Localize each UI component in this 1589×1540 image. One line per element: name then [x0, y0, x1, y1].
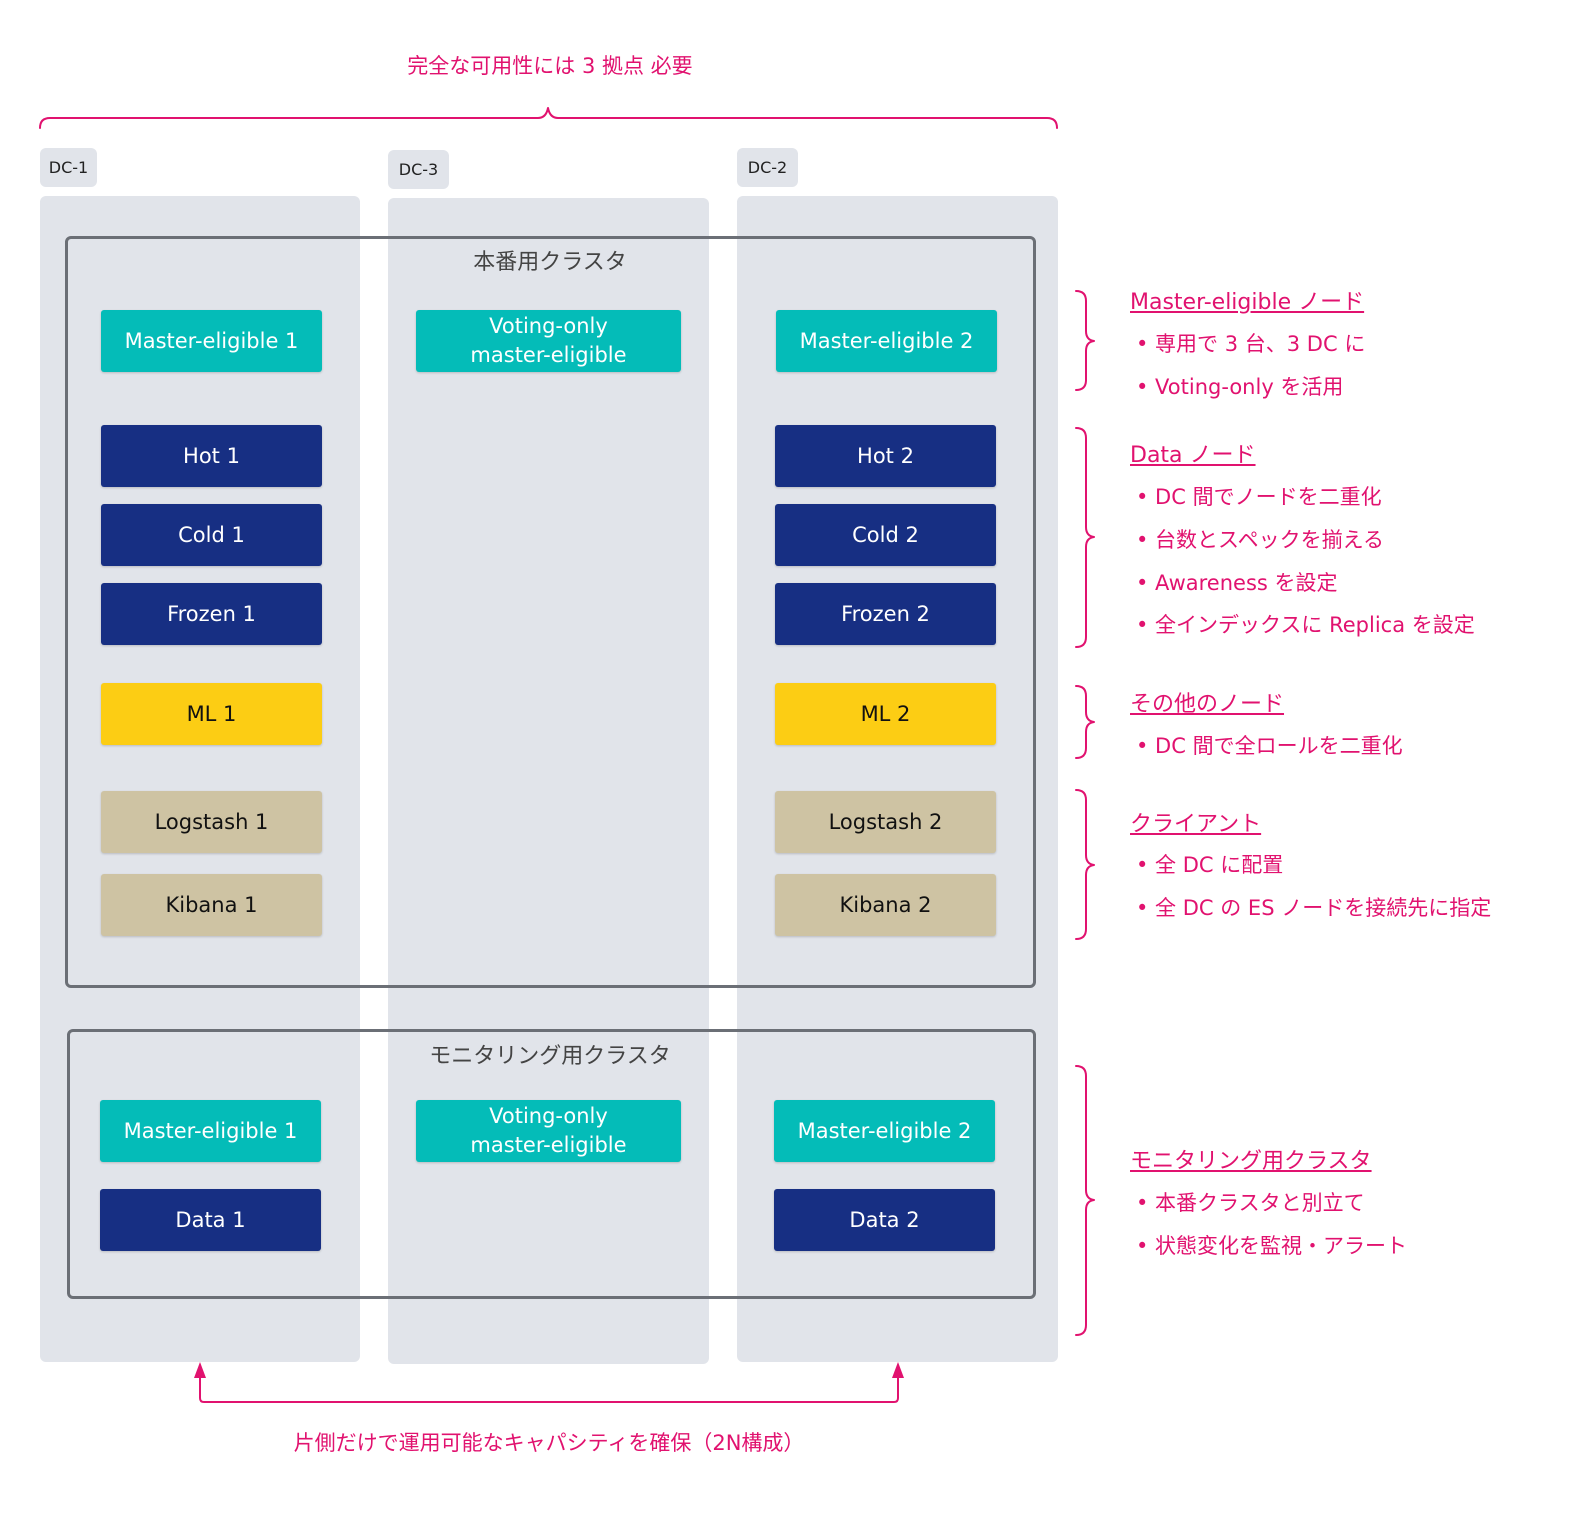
note-data-title: Data ノード: [1130, 443, 1256, 468]
mon-master-eligible-1: Master-eligible 1: [100, 1100, 321, 1162]
top-brace: [39, 107, 1058, 129]
monitoring-cluster-title: モニタリング用クラスタ: [429, 1044, 671, 1069]
data-2: Data 2: [774, 1189, 995, 1251]
note-data-bullet-4: • 全インデックスに Replica を設定: [1136, 613, 1475, 637]
production-cluster-title: 本番用クラスタ: [473, 250, 627, 275]
client-brace: [1075, 789, 1095, 940]
data-brace: [1075, 427, 1095, 648]
dc2-column: [737, 196, 1058, 1362]
cold-1: Cold 1: [101, 504, 322, 566]
monitoring-brace: [1075, 1065, 1095, 1336]
data-1: Data 1: [100, 1189, 321, 1251]
note-other-bullet-1: • DC 間で全ロールを二重化: [1136, 734, 1403, 758]
master-brace: [1075, 290, 1095, 391]
ml-1: ML 1: [101, 683, 322, 745]
note-other-title: その他のノード: [1130, 692, 1285, 717]
top-note: 完全な可用性には 3 拠点 必要: [407, 54, 693, 78]
note-data-bullet-3: • Awareness を設定: [1136, 571, 1338, 595]
kibana-1: Kibana 1: [101, 874, 322, 936]
note-monitoring-bullet-1: • 本番クラスタと別立て: [1136, 1191, 1365, 1215]
note-data-bullet-1: • DC 間でノードを二重化: [1136, 485, 1382, 509]
note-monitoring-bullet-2: • 状態変化を監視・アラート: [1136, 1234, 1408, 1258]
note-data-bullet-2: • 台数とスペックを揃える: [1136, 528, 1384, 552]
prod-voting-only: Voting-only master-eligible: [416, 310, 681, 372]
hot-1: Hot 1: [101, 425, 322, 487]
mon-master-eligible-2: Master-eligible 2: [774, 1100, 995, 1162]
ml-2: ML 2: [775, 683, 996, 745]
dc2-tag: DC-2: [737, 148, 798, 187]
bottom-connector: [199, 1375, 899, 1403]
note-master-title: Master-eligible ノード: [1130, 290, 1365, 315]
note-client-bullet-1: • 全 DC に配置: [1136, 853, 1284, 877]
note-monitoring-title: モニタリング用クラスタ: [1130, 1149, 1372, 1174]
dc1-tag: DC-1: [40, 148, 97, 187]
arrow-up-left: [194, 1362, 206, 1378]
production-cluster: [65, 236, 1036, 988]
monitoring-cluster: [67, 1029, 1036, 1299]
note-master-bullet-1: • 専用で 3 台、3 DC に: [1136, 332, 1366, 356]
cold-2: Cold 2: [775, 504, 996, 566]
dc3-tag: DC-3: [388, 150, 449, 189]
arrow-up-right: [892, 1362, 904, 1378]
mon-voting-only: Voting-only master-eligible: [416, 1100, 681, 1162]
prod-master-eligible-1: Master-eligible 1: [101, 310, 322, 372]
bottom-note: 片側だけで運用可能なキャパシティを確保（2N構成）: [293, 1431, 805, 1455]
other-brace: [1075, 685, 1095, 759]
note-client-bullet-2: • 全 DC の ES ノードを接続先に指定: [1136, 896, 1492, 920]
note-client-title: クライアント: [1130, 812, 1262, 837]
frozen-2: Frozen 2: [775, 583, 996, 645]
logstash-1: Logstash 1: [101, 791, 322, 853]
hot-2: Hot 2: [775, 425, 996, 487]
frozen-1: Frozen 1: [101, 583, 322, 645]
logstash-2: Logstash 2: [775, 791, 996, 853]
note-master-bullet-2: • Voting-only を活用: [1136, 375, 1344, 399]
dc3-column: [388, 198, 709, 1364]
dc1-column: [40, 196, 360, 1362]
kibana-2: Kibana 2: [775, 874, 996, 936]
prod-master-eligible-2: Master-eligible 2: [776, 310, 997, 372]
